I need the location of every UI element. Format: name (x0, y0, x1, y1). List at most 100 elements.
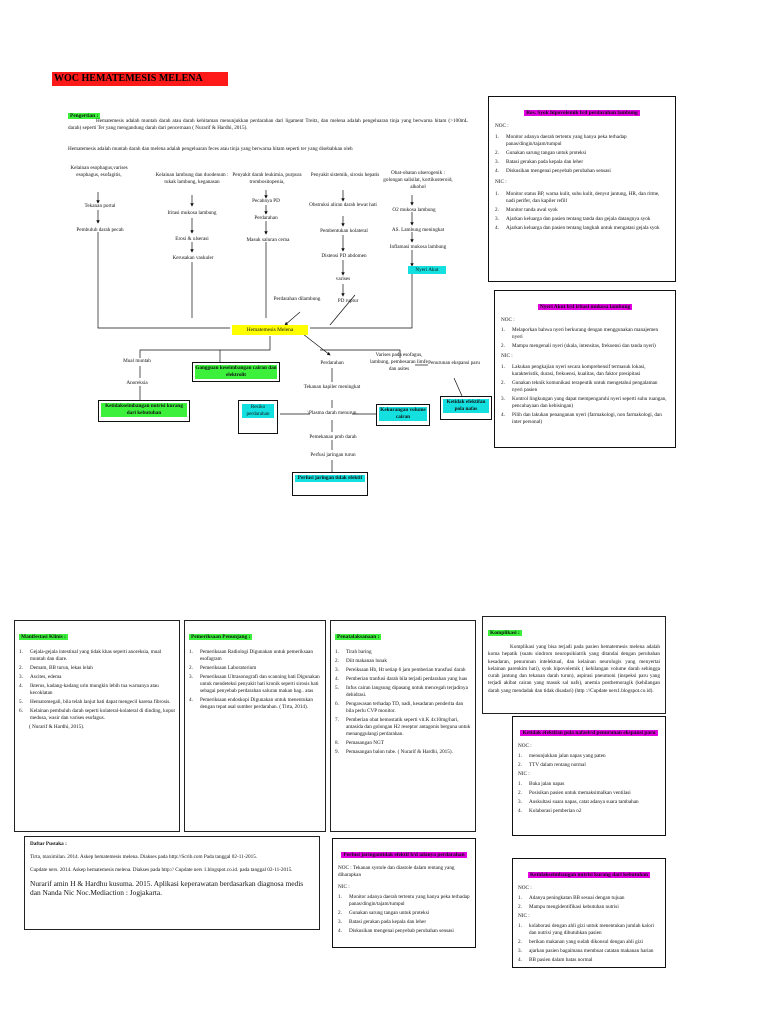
box-risiko-noc-label: NOC : (495, 123, 509, 129)
box-pemeriksaan: Pemeriksaan Penunjang : 1.Pemeriksaan Ra… (184, 620, 326, 832)
penatalaksanaan-item: 9.Pemasangan balon tube. ( Nurarif & Har… (335, 749, 453, 756)
box-perfusi-noc-label: NOC : Tekanan systole dan diastole dalam… (338, 865, 455, 879)
flow-perdarahan-dilambung: Perdarahan dilambung (273, 296, 321, 302)
flow-pd-ruptur: PD ruptur (337, 298, 359, 304)
nutrisi-noc-item: 2.Mampu mengidentifikasi kebutuhan nutri… (518, 904, 619, 911)
nyeri-noc-item: 1.Melaporkan bahwa nyeri berkurang denga… (501, 327, 659, 341)
box-perfusi-jaringan: Perfusi jaringantidak efektif b/d adanya… (332, 838, 476, 948)
flow-varises: varises (335, 276, 351, 282)
diagnosis-ketidakseimbangan-nutrisi: Ketidakseimbangan nutrisi kurang dari ke… (98, 400, 190, 422)
box-risiko-syok: Res. Syok hipovolemik b/d perdarahan lam… (488, 96, 676, 282)
flow-kelainan-lambung: Kelainan lambung dan duodenum : tukak la… (155, 172, 229, 185)
pemeriksaan-item: 4.Pemeriksaan endoskopi Digunakan untuk … (189, 697, 313, 711)
flow-pembuluh-darah-pecah: Pembuluh darah pecah (76, 227, 124, 233)
box-nutrisi-noc-label: NOC : (518, 885, 532, 891)
pola-nic-item: 4.Kolaborasi pemberian o2 (518, 807, 582, 814)
nutrisi-noc-item: 1.Adanya peningkatan BB sesuai dengan tu… (518, 895, 625, 902)
box-komplikasi: Komplikasi : Komplikasi yang bisa terjad… (482, 616, 666, 714)
nyeri-nic-item: 4.Pilih dan lakukan penanganan nyeri (fa… (501, 411, 662, 425)
risiko-nic-item: 3.Ajarkan keluarga dan pasien tentang ta… (495, 215, 651, 222)
flow-distensi: Distensi PD abdomen (321, 253, 367, 259)
manifestasi-ref: ( Nurarif & Hardhi, 2015). (29, 724, 85, 731)
flow-as-lambung: AS. Lambung meningkat (391, 227, 445, 233)
risiko-noc-item: 3.Batasi gerakan pada kepala dan leher (495, 159, 584, 166)
risiko-noc-item: 4.Diskusikan mengenai penyebab perubahan… (495, 168, 611, 175)
nutrisi-nic-item: 1.kolaborasi dengan ahli gizi untuk mene… (518, 922, 654, 936)
box-perfusi-title: Perfusi jaringantidak efektif b/d adanya… (341, 852, 467, 858)
penatalaksanaan-item: 8.Pemasangan NGT (335, 740, 384, 747)
box-perfusi-nic-label: NIC : (338, 883, 350, 890)
diagnosis-ketidak-efektifan-pola: Ketidak efektifan pola nafas (440, 396, 492, 420)
nyeri-noc-item: 2.Mampu mengenali nyeri (skala, intensit… (501, 343, 656, 350)
box-penatalaksanaan-title: Penatalaksanaan : (335, 634, 382, 640)
box-nutrisi-title: Ketidakseimbangan nutrisi kurang dari ke… (527, 872, 651, 878)
diagnosis-resiko-perdarahan: Resiko perdarahan (238, 400, 278, 434)
risiko-nic-item: 1.Monitor status BP, warna kulit, suhu k… (495, 190, 660, 204)
diagnosis-gangguan-keseimbangan: Gangguan keseimbangan cairan dan elektro… (192, 362, 280, 382)
box-risiko-nic-label: NIC : (495, 179, 507, 186)
pengertian-label: Pengertian : (68, 113, 101, 119)
penatalaksanaan-item: 3.Pereiksaan Hb, Ht setiap 6 jam pemberi… (335, 667, 466, 674)
box-pola-title: Ketidak efektifan pola nafasb/d penuruna… (520, 730, 658, 736)
flow-anoreksia: Anoreksia (126, 380, 148, 386)
flow-pemekatan: Pemekanan pmb darah (309, 434, 357, 440)
penatalaksanaan-item: 2.Diit makanan lunak (335, 658, 387, 665)
flow-varises-pada: Varises pada esofagus, lambung, pembesar… (370, 352, 428, 372)
manifestasi-item: 1.Gejala-gejala intestinal yang tidak kh… (19, 649, 162, 663)
flow-hematemesis-melena: Hematemesis Melena (232, 325, 308, 335)
flow-erosi-ulserasi: Erosi & ulserasi (175, 236, 209, 242)
perfusi-nic-item: 2.Gunakan sarung tangan untuk proteksi (338, 909, 430, 916)
flow-masuk-saluran: Masuk saluran cerna (246, 237, 290, 243)
perfusi-nic-item: 3.Batasi gerakan pada kepala dan leher (338, 918, 427, 925)
manifestasi-item: 4.Ikterus, kadang-kadang urin mungkin le… (19, 683, 159, 697)
flow-penyakit-darah: Penyakit darah leukimia, purpura trombos… (232, 172, 302, 185)
komplikasi-text: Komplikasi yang bisa terjadi pada pasien… (488, 644, 660, 694)
diagnosis-perfusi-tidak-efektif: Perfusi jaringan tidak efektif (292, 472, 368, 496)
flow-iritasi-mukosa: Iritasi mukosa lambung (167, 210, 217, 216)
box-pola-noc-label: NOC : (518, 743, 532, 749)
nyeri-nic-item: 1.Lakukan pengkajian nyeri secara kompre… (501, 363, 646, 377)
daftar-ref-3: Nurarif amin H & Hardhu kusuma. 2015. Ap… (30, 878, 304, 898)
penatalaksanaan-item: 4.Pemberian tranfusi darah bila terjadi … (335, 676, 468, 683)
manifestasi-item: 5.Hematomegali, bila telah lanjut hati d… (19, 699, 171, 706)
flow-tekanan-portal: Tekanan portal (84, 203, 116, 209)
flow-nyeri-akut: Nyeri Akut (408, 266, 446, 274)
page-title: WOC HEMATEMESIS MELENA (52, 72, 228, 86)
nyeri-nic-item: 2.Gunakan teknik komunikasi terapeutik u… (501, 379, 658, 393)
pola-nic-item: 1.Buka jalan napas (518, 780, 565, 787)
penatalaksanaan-item: 7.Pemberian obat hemostatik seperti vit.… (335, 717, 471, 738)
diagnosis-kekurangan-volume: Kekurangan volume cairan (376, 404, 430, 426)
penatalaksanaan-item: 5.Infus cairan langsung dipasang untuk m… (335, 685, 468, 699)
flow-tekanan-kapiler: Tekanan kapiler meningkat (303, 384, 361, 390)
box-nutrisi: Ketidakseimbangan nutrisi kurang dari ke… (512, 858, 666, 968)
flow-penyakit-sistemik: Penyakit sistemik, sirosis hepatis (310, 172, 380, 178)
manifestasi-item: 6.Kelainan pembuluh darah seperti kolate… (19, 708, 175, 722)
flow-obstruksi: Obstruksi aliran darah lewat hati (309, 202, 377, 208)
penatalaksanaan-item: 6.Pengawasan terhadap TD, nadi, kesadara… (335, 701, 464, 715)
box-pola-nic-label: NIC : (518, 771, 530, 778)
flow-pecahnya-pd: Pecahnya PD (252, 198, 280, 204)
nyeri-nic-item: 3.Kontrol lingkungan yang dapat mempenga… (501, 395, 667, 409)
box-pemeriksaan-title: Pemeriksaan Penunjang : (189, 634, 253, 640)
pemeriksaan-item: 3.Pemeriksaan Ultrasonografi dan scannin… (189, 674, 320, 695)
flow-inflamasi: Inflamasi mukosa lambung (389, 244, 447, 250)
pemeriksaan-item: 1.Pemeriksaan Radiologi Digunakan untuk … (189, 649, 313, 663)
manifestasi-item: 2.Demam, BB turun, lekas lelah (19, 665, 93, 672)
risiko-noc-item: 2.Gunakan sarung tangan untuk proteksi (495, 150, 587, 157)
box-nyeri-nic-label: NIC : (501, 353, 513, 360)
box-risiko-syok-title: Res. Syok hipovolemik b/d perdarahan lam… (524, 110, 640, 116)
daftar-ref-2: Cupdate ners. 2014. Askep hematemesis me… (30, 866, 293, 873)
flow-perfusi-turun: Perfusi jaringan turun (310, 452, 356, 458)
nutrisi-nic-item: 4.BB pasien dalam batas normal (518, 956, 593, 963)
manifestasi-item: 3.Ascites, edema (19, 674, 62, 681)
pola-noc-item: 2.TTV dalam rentang normal (518, 762, 586, 769)
perfusi-nic-item: 4.Diskusikan mengenai penyebab perubahan… (338, 927, 454, 934)
daftar-ref-1: Tirta, maximilan. 2014. Askep hematemesi… (30, 854, 258, 861)
box-manifestasi-title: Manifestasi Klinis : (19, 634, 68, 640)
perfusi-nic-item: 1.Monitor adanya daerah tertentu yang ha… (338, 893, 470, 907)
box-nutrisi-nic-label: NIC : (518, 913, 530, 920)
daftar-title: Daftar Pustaka : (30, 841, 67, 847)
box-komplikasi-title: Komplikasi : (488, 630, 522, 636)
flow-perdarahan-c3: Perdarahan (254, 215, 278, 221)
